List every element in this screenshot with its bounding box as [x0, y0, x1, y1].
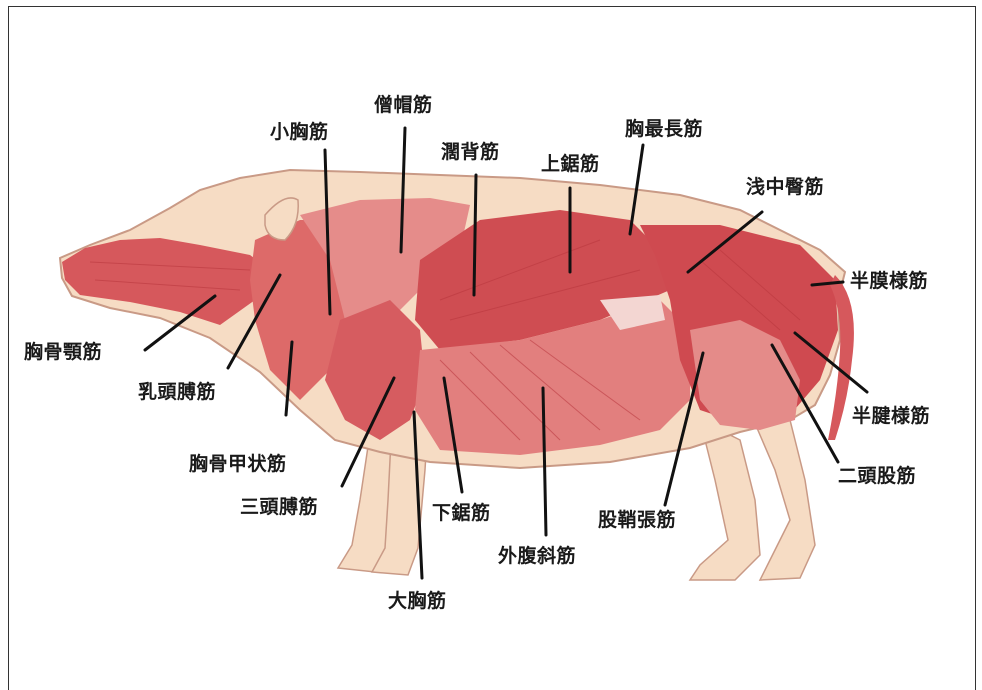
label-serratus-ventralis: 下鋸筋	[432, 504, 491, 523]
label-pectoralis-minor: 小胸筋	[270, 123, 329, 142]
label-sternothyroid: 胸骨甲状筋	[189, 455, 287, 474]
label-trapezius: 僧帽筋	[374, 96, 433, 115]
label-latissimus-dorsi: 濶背筋	[441, 143, 500, 162]
label-longissimus-thoracis: 胸最長筋	[625, 120, 703, 139]
label-sternomandibular: 胸骨顎筋	[24, 343, 102, 362]
label-external-oblique: 外腹斜筋	[498, 547, 576, 566]
label-gluteus-medius: 浅中臀筋	[746, 178, 824, 197]
label-tensor-fasciae-latae: 股鞘張筋	[598, 511, 676, 530]
label-biceps-femoris: 二頭股筋	[838, 467, 916, 486]
label-semitendinosus: 半腱様筋	[852, 407, 930, 426]
label-serratus-dorsalis: 上鋸筋	[541, 155, 600, 174]
label-brachiocephalic: 乳頭膊筋	[138, 383, 216, 402]
label-triceps: 三頭膊筋	[240, 498, 318, 517]
label-pectoralis-major: 大胸筋	[388, 592, 447, 611]
leader-l15	[474, 175, 476, 295]
label-semimembranosus: 半膜様筋	[850, 272, 928, 291]
